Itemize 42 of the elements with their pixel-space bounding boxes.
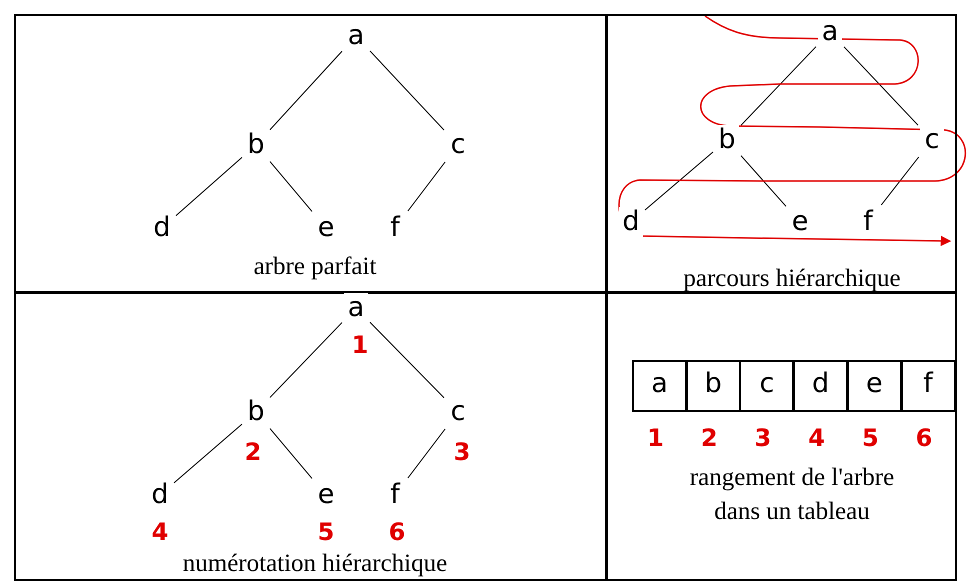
node-letter: d [619, 207, 643, 237]
order-number: 2 [244, 439, 262, 465]
order-number: 1 [350, 332, 370, 358]
order-number: 2 [700, 425, 719, 451]
cell-caption: parcours hiérarchique [682, 264, 902, 294]
order-number: 5 [316, 519, 336, 545]
tree-branch [407, 428, 446, 478]
tree-branch [644, 151, 714, 211]
table-cell [606, 292, 957, 581]
order-number: 6 [388, 519, 406, 545]
tree-branch [176, 156, 242, 216]
array-cell: e [846, 360, 902, 412]
cell-caption: arbre parfait [252, 252, 378, 282]
tree-branch [174, 424, 242, 484]
order-number: 4 [807, 425, 826, 451]
array-cell: a [632, 360, 687, 412]
order-number: 3 [452, 439, 472, 465]
array-cell: b [686, 360, 741, 412]
tree-branch [270, 50, 342, 130]
cell-caption: rangement de l'arbre dans un tableau [688, 463, 896, 527]
tree-branch [370, 50, 444, 131]
tree-branch [270, 322, 342, 398]
order-number: 6 [914, 425, 934, 451]
table-cell [14, 14, 607, 293]
array-cell: c [739, 360, 794, 412]
tree-branch [740, 155, 786, 207]
array-cell: f [900, 360, 956, 412]
order-number: 3 [754, 425, 772, 451]
cell-caption: numérotation hiérarchique [182, 549, 448, 579]
tree-branch [740, 46, 816, 126]
tree-branch [270, 428, 312, 479]
array-cell: d [793, 360, 848, 412]
table-cell [606, 14, 957, 293]
order-number: 5 [860, 425, 880, 451]
tree-branch [407, 162, 446, 212]
tree-branch [880, 156, 920, 206]
table-cell [14, 292, 607, 581]
order-number: 4 [150, 519, 170, 545]
order-number: 1 [646, 425, 665, 451]
tree-branch [370, 322, 444, 398]
tree-branch [844, 46, 918, 126]
tree-branch [270, 161, 312, 212]
